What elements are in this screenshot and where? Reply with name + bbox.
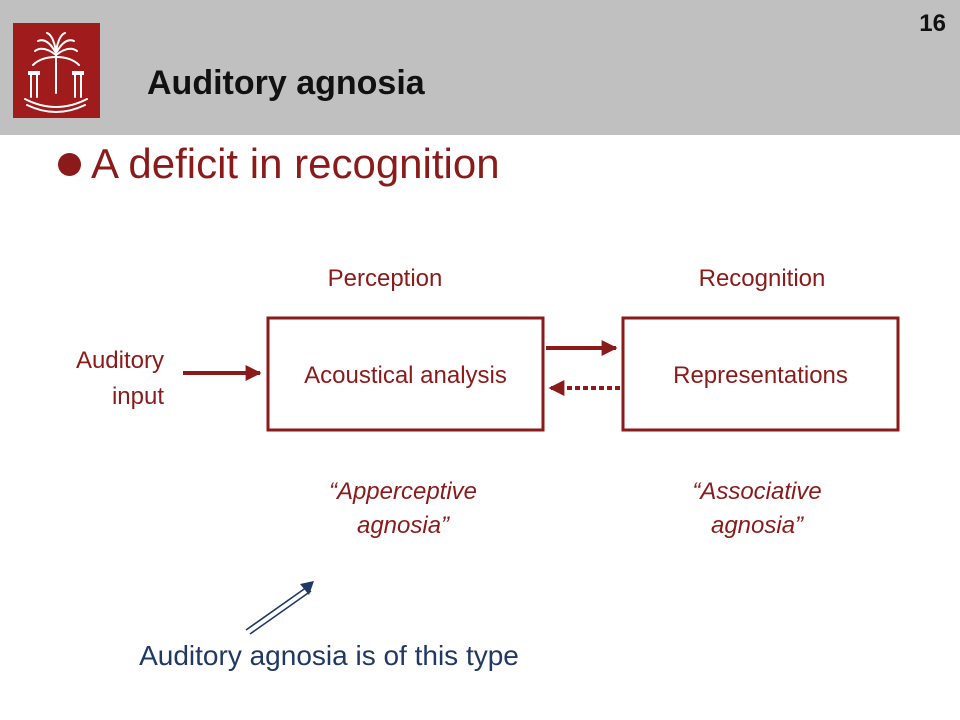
input-label-line2: input: [112, 383, 164, 410]
acoustical-analysis-label: Acoustical analysis: [304, 362, 507, 389]
bullet-dot-icon: [58, 152, 81, 176]
bullet-text: A deficit in recognition: [91, 140, 500, 187]
representations-label: Representations: [673, 362, 848, 389]
recognition-label: Recognition: [699, 265, 826, 292]
pointer-arrow: [245, 581, 314, 635]
bullet-item: A deficit in recognition: [58, 138, 500, 190]
associative-line2: agnosia”: [711, 512, 804, 539]
apperceptive-line1: “Apperceptive: [329, 478, 477, 505]
type-note: Auditory agnosia is of this type: [139, 640, 519, 671]
slide-title: Auditory agnosia: [147, 64, 425, 102]
representations-box: [621, 316, 900, 432]
slide-number: 16: [919, 10, 946, 37]
acoustical-analysis-box: [266, 316, 545, 432]
apperceptive-line2: agnosia”: [357, 512, 450, 539]
university-logo: [13, 23, 100, 118]
input-label-line1: Auditory: [76, 347, 164, 374]
header-band: [0, 0, 960, 135]
palmetto-seal-icon: [24, 32, 88, 113]
perception-label: Perception: [328, 265, 443, 292]
associative-line1: “Associative: [692, 478, 821, 505]
